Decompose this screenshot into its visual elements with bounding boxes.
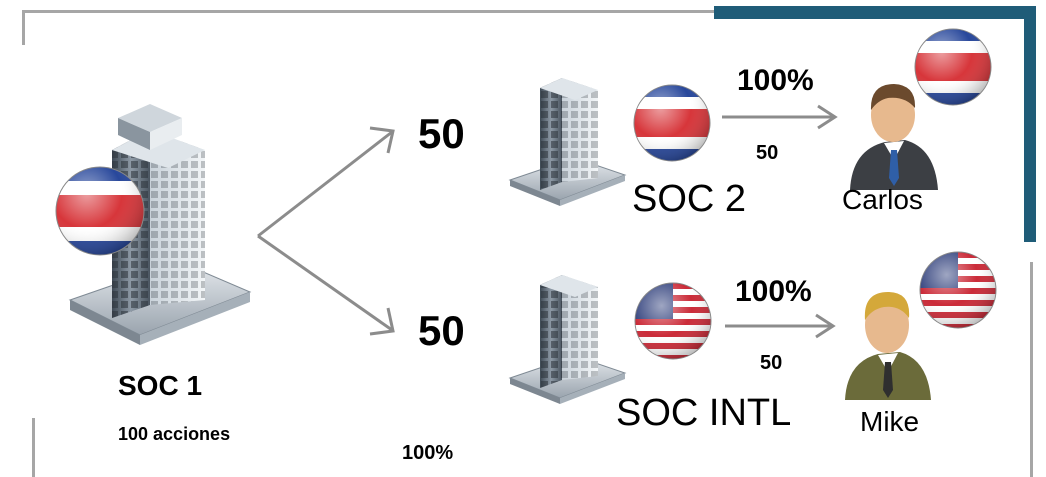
carlos-name-label: Carlos [842, 184, 923, 215]
edge-socintl-mike-shares: 50 [760, 352, 783, 374]
frame-left-lower-line [32, 418, 35, 477]
edge-socintl-mike-percent: 100% [735, 275, 812, 308]
arrow-socintl-to-mike [725, 313, 836, 339]
accent-corner-bar [714, 6, 1036, 19]
arrow-soc2-to-carlos [722, 104, 838, 130]
socintl-name-label: SOC INTL [616, 392, 792, 434]
edge-soc1-socintl-value: 50 [418, 307, 465, 354]
frame-left-line [22, 10, 25, 45]
mike-usa-flag-icon [919, 251, 997, 329]
arrow-soc1-to-soc2 [257, 126, 395, 238]
edge-soc1-soc2-value: 50 [418, 110, 465, 157]
soc2-costa-rica-flag-icon [633, 84, 711, 162]
soc2-name-label: SOC 2 [632, 178, 747, 220]
soc1-costa-rica-flag-icon [55, 166, 145, 256]
socintl-usa-flag-icon [634, 282, 712, 360]
carlos-costa-rica-flag-icon [914, 28, 992, 106]
soc1-shares-label: 100 acciones [118, 424, 231, 444]
arrow-soc1-to-socintl [257, 234, 395, 336]
accent-side-bar [1024, 6, 1036, 242]
edge-soc2-carlos-shares: 50 [756, 142, 779, 164]
soc1-name-label: SOC 1 [118, 370, 203, 401]
edge-soc2-carlos-percent: 100% [737, 64, 814, 97]
carlos-person-icon [850, 84, 938, 190]
frame-top-line [22, 10, 722, 13]
footer-percent-label: 100% [402, 442, 454, 464]
soc1-building-icon [68, 104, 252, 345]
socintl-building-icon [508, 275, 627, 404]
frame-right-line [1030, 262, 1033, 477]
soc2-building-icon [508, 78, 627, 206]
mike-name-label: Mike [860, 406, 920, 437]
mike-person-icon [845, 292, 931, 400]
